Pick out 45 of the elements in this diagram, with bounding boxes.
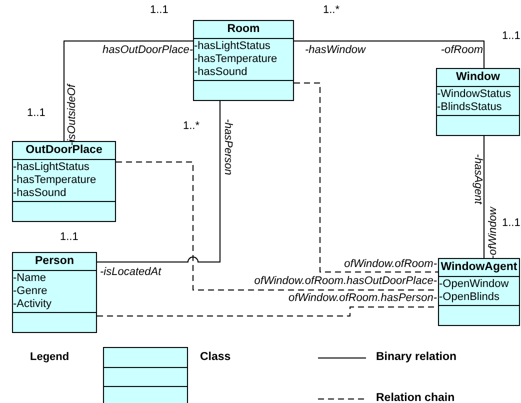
class-name: WindowAgent <box>440 262 518 274</box>
class-box <box>436 68 520 136</box>
relation-line <box>96 100 220 262</box>
multiplicity: 1..1 <box>502 29 520 43</box>
role-name: hasOutDoorPlace- <box>102 43 193 57</box>
attribute: -WindowStatus <box>437 88 511 101</box>
multiplicity: 1..* <box>183 119 200 133</box>
role-name: -ofWindow <box>486 207 500 259</box>
attribute: -Activity <box>13 298 52 311</box>
attribute: -OpenBlinds <box>439 291 500 304</box>
attribute: -hasTemperature <box>194 53 278 66</box>
class-name: Room <box>227 24 260 36</box>
legend-label: Relation chain <box>376 391 455 403</box>
relation-line <box>294 40 484 68</box>
role-name: -hasWindow <box>305 43 366 57</box>
attribute: -Genre <box>13 285 48 298</box>
legend-label: Binary relation <box>376 350 457 364</box>
multiplicity: 1..1 <box>27 106 46 120</box>
attribute: -hasLightStatus <box>194 40 270 53</box>
role-name: -hasPerson <box>221 118 235 176</box>
class-box <box>193 20 294 101</box>
multiplicity: 1..* <box>323 3 340 17</box>
attribute: -hasSound <box>13 187 66 200</box>
legend-label: Class <box>200 350 231 364</box>
class-box <box>438 258 520 326</box>
relation-chain-line <box>294 82 438 272</box>
class-name: OutDoorPlace <box>26 144 102 156</box>
attribute: -hasLightStatus <box>13 161 90 174</box>
attribute: -BlindsStatus <box>437 101 502 114</box>
multiplicity: 1..1 <box>60 230 78 244</box>
multiplicity: 1..1 <box>150 3 168 17</box>
multiplicity: 1..1 <box>502 216 520 230</box>
class-name: Window <box>456 72 500 84</box>
attribute: -OpenWindow <box>439 278 509 291</box>
attribute: -hasTemperature <box>13 174 96 187</box>
legend-title: Legend <box>30 350 70 364</box>
attribute: -hasSound <box>194 66 248 79</box>
role-name: -isOutsideOf <box>66 84 78 146</box>
class-name: Person <box>35 256 74 268</box>
role-name: -hasAgent <box>471 154 485 204</box>
role-name: -isLocatedAt <box>100 265 162 279</box>
relation-line <box>64 40 194 142</box>
attribute: -Name <box>13 272 46 285</box>
class-box <box>12 252 97 333</box>
role-name: -ofRoom <box>440 43 483 57</box>
